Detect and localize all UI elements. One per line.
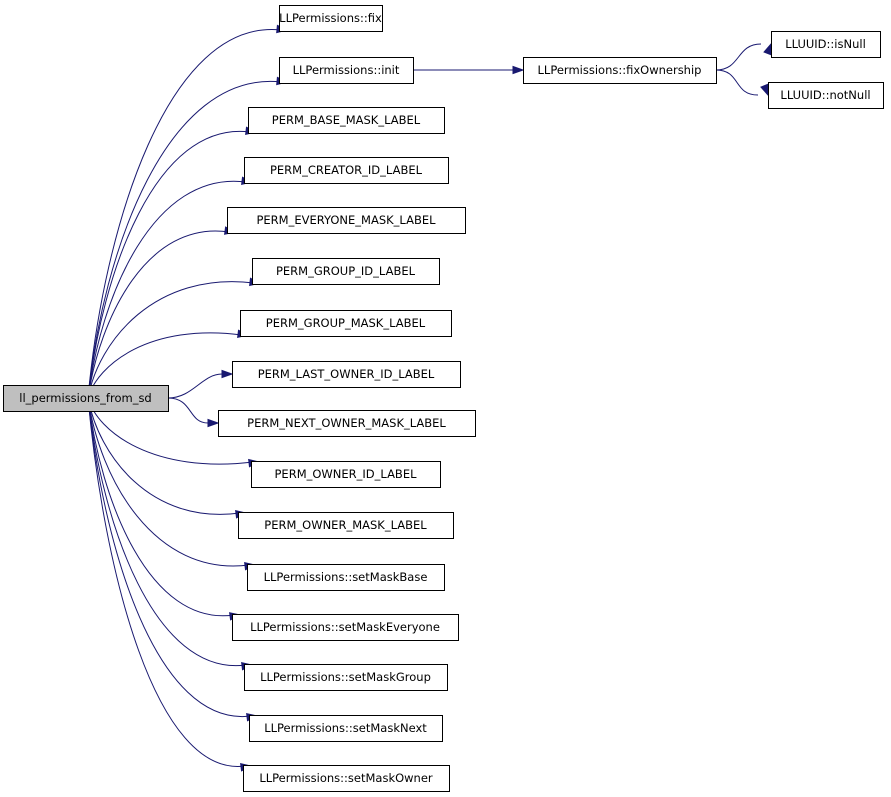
node-label: LLPermissions::setMaskBase [264,570,428,584]
node-label: LLPermissions::init [293,63,400,77]
node-lluuid-not-null[interactable]: LLUUID::notNull [768,82,884,109]
node-label: ll_permissions_from_sd [19,391,152,405]
node-llpermissions-set-mask-owner[interactable]: LLPermissions::setMaskOwner [243,765,450,792]
node-llpermissions-set-mask-group[interactable]: LLPermissions::setMaskGroup [244,664,448,691]
node-box [251,461,441,488]
node-box [768,82,884,109]
edge-line [87,230,230,399]
node-label: PERM_OWNER_MASK_LABEL [264,518,427,532]
node-label: LLUUID::notNull [780,88,870,102]
edge-line [167,397,209,424]
edge-line [87,81,282,399]
node-box [232,361,461,388]
edge-line [87,397,252,717]
edge-root-to-everyoneMask [87,226,237,399]
node-perm-everyone-mask-label[interactable]: PERM_EVERYONE_MASK_LABEL [227,207,466,234]
edge-root-to-lastOwnerId [167,369,234,399]
node-perm-owner-mask-label[interactable]: PERM_OWNER_MASK_LABEL [238,512,454,539]
node-label: PERM_GROUP_ID_LABEL [276,264,416,278]
node-box [249,715,443,742]
node-label: LLPermissions::setMaskGroup [260,670,431,684]
node-box [244,664,448,691]
node-label: PERM_OWNER_ID_LABEL [275,467,418,481]
node-box [232,614,459,641]
edge-line [167,373,223,399]
node-box [244,157,449,184]
edge-line [87,397,250,567]
node-box [523,57,717,84]
arrowhead [512,65,525,75]
node-label: LLPermissions::setMaskNext [264,721,427,735]
node-box [240,310,452,337]
edge-line [715,69,759,96]
node-label: LLPermissions::setMaskEveryone [250,620,440,634]
node-box [238,512,454,539]
node-label: PERM_CREATOR_ID_LABEL [270,163,423,177]
node-label: PERM_LAST_OWNER_ID_LABEL [258,367,435,381]
node-box [243,765,450,792]
node-label: PERM_GROUP_MASK_LABEL [266,316,426,330]
node-lluuid-is-null[interactable]: LLUUID::isNull [771,31,881,58]
edge-line [87,397,235,617]
edge-init-to-fixOwnership [413,65,525,75]
arrowhead [760,83,769,97]
node-label: LLPermissions::fix [279,11,382,25]
node-box [248,107,445,134]
edge-line [715,43,762,71]
edge-line [87,281,255,399]
edge-line [87,397,241,515]
node-box [279,5,383,32]
node-label: LLPermissions::fixOwnership [538,63,702,77]
edge-root-to-setMaskGroup [87,397,254,671]
node-box [279,57,414,84]
edges-layer [87,24,772,772]
node-perm-creator-id-label[interactable]: PERM_CREATOR_ID_LABEL [244,157,449,184]
node-llpermissions-set-mask-base[interactable]: LLPermissions::setMaskBase [247,564,445,591]
node-perm-last-owner-id-label[interactable]: PERM_LAST_OWNER_ID_LABEL [232,361,461,388]
node-perm-group-mask-label[interactable]: PERM_GROUP_MASK_LABEL [240,310,452,337]
node-label: PERM_NEXT_OWNER_MASK_LABEL [247,416,446,430]
node-ll-permissions-from-sd[interactable]: ll_permissions_from_sd [3,385,169,412]
node-perm-group-id-label[interactable]: PERM_GROUP_ID_LABEL [252,258,440,285]
node-perm-owner-id-label[interactable]: PERM_OWNER_ID_LABEL [251,461,441,488]
node-llpermissions-set-mask-next[interactable]: LLPermissions::setMaskNext [249,715,443,742]
node-label: LLPermissions::setMaskOwner [259,771,433,785]
node-box [227,207,466,234]
node-box [771,31,881,58]
arrowhead [763,42,772,56]
node-box [252,258,440,285]
edge-fixOwnership-to-isNull [715,42,772,71]
node-llpermissions-fix-ownership[interactable]: LLPermissions::fixOwnership [523,57,717,84]
arrowhead [221,369,234,379]
node-label: PERM_EVERYONE_MASK_LABEL [256,213,436,227]
edge-root-to-setMaskNext [87,397,259,722]
edge-fixOwnership-to-notNull [715,69,769,97]
node-llpermissions-fix[interactable]: LLPermissions::fix [279,5,383,32]
node-perm-next-owner-mask-label[interactable]: PERM_NEXT_OWNER_MASK_LABEL [218,410,476,437]
node-llpermissions-init[interactable]: LLPermissions::init [279,57,414,84]
node-box [3,385,169,412]
edge-root-to-baseMask [87,126,258,399]
node-llpermissions-set-mask-everyone[interactable]: LLPermissions::setMaskEveryone [232,614,459,641]
node-perm-base-mask-label[interactable]: PERM_BASE_MASK_LABEL [248,107,445,134]
arrowhead [207,418,220,428]
edge-line [87,397,246,767]
edge-line [87,29,282,399]
edge-line [87,130,251,399]
node-label: PERM_BASE_MASK_LABEL [272,113,421,127]
node-label: LLUUID::isNull [785,37,866,51]
nodes-layer: ll_permissions_from_sd LLPermissions::fix… [3,5,884,792]
edge-line [87,397,247,667]
edge-line [87,180,247,399]
node-box [247,564,445,591]
edge-root-to-nextOwnerMask [167,397,220,428]
node-box [218,410,476,437]
